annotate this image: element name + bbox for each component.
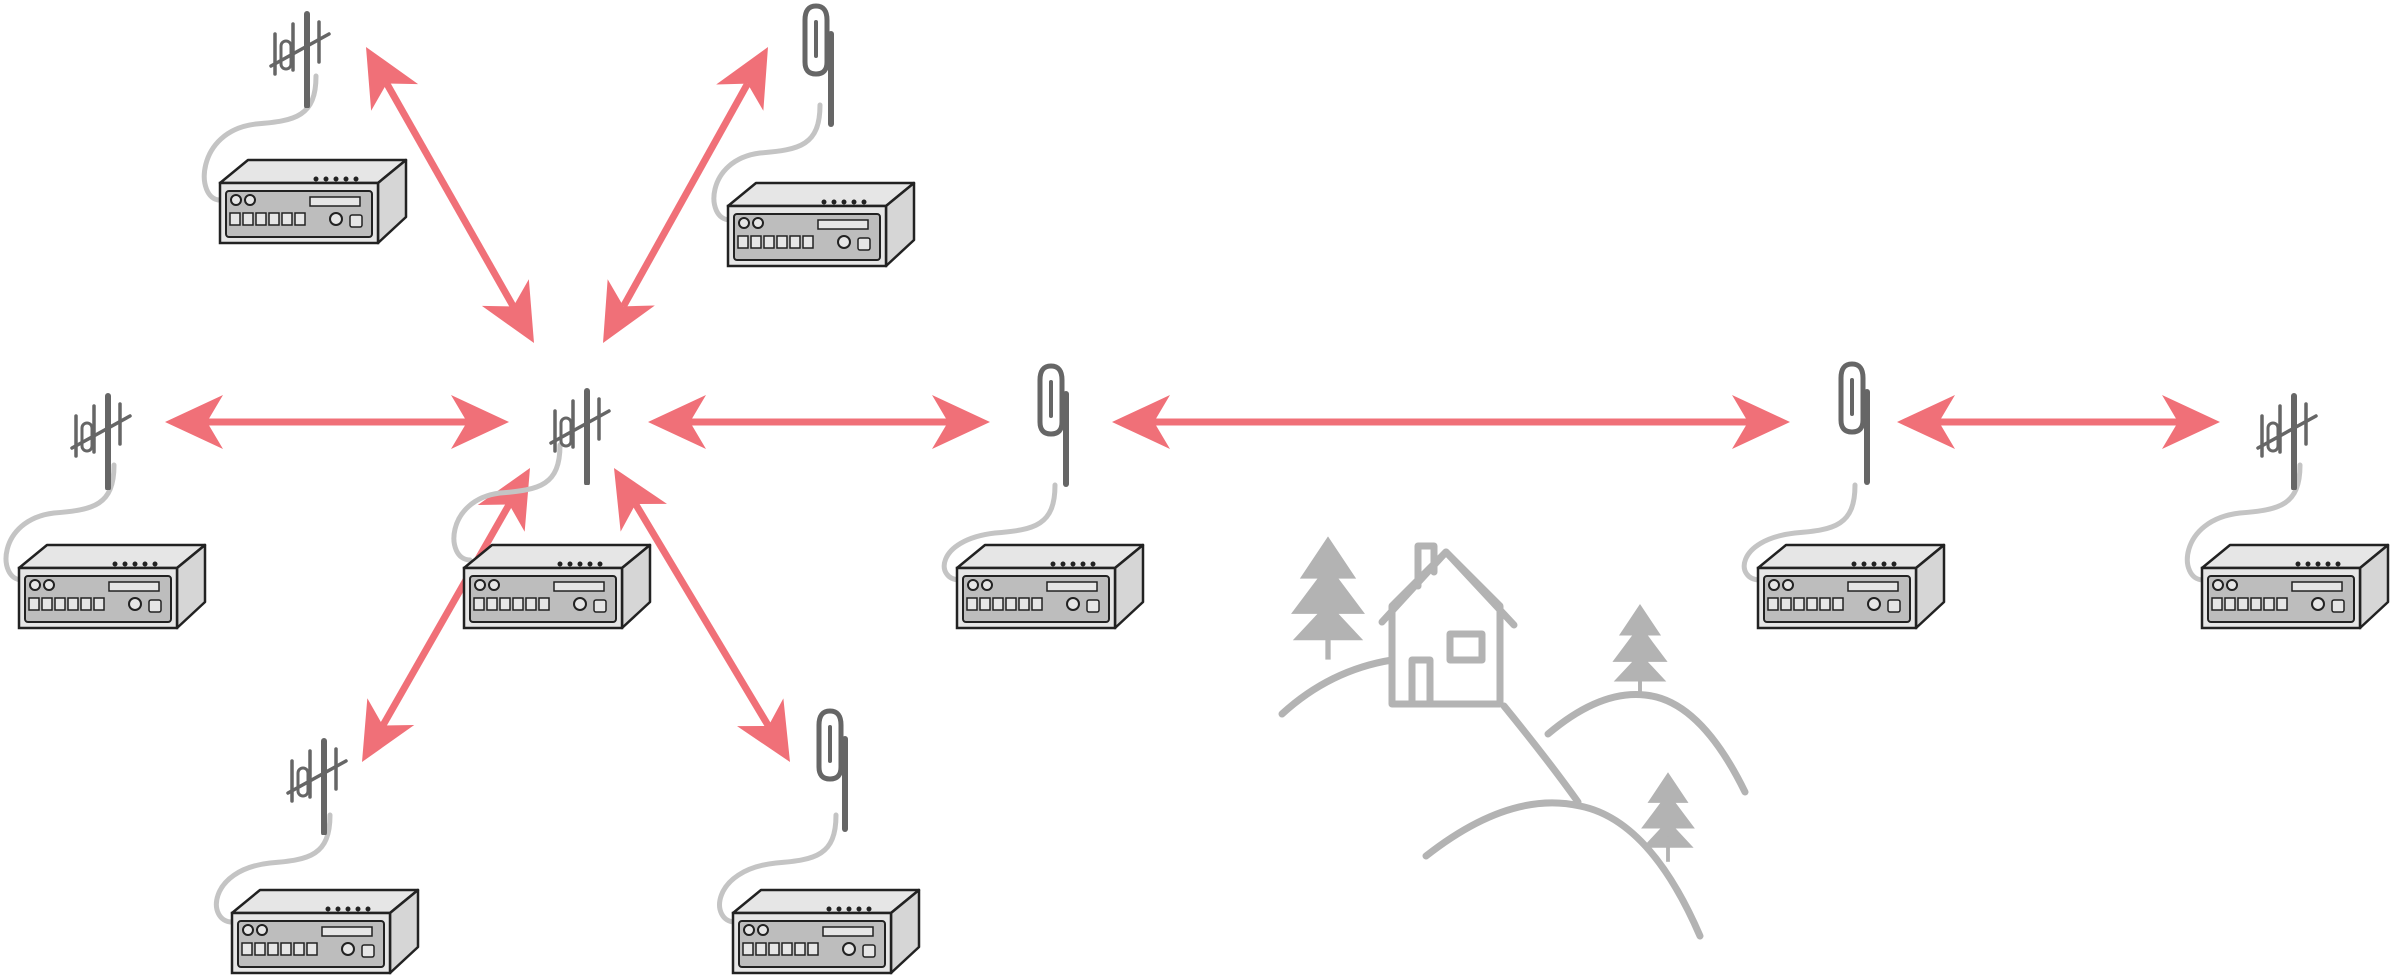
whip-icon — [1040, 366, 1066, 484]
arrowhead — [648, 395, 706, 449]
house-icon — [1378, 542, 1518, 708]
radio-modem-device — [17, 543, 207, 630]
link-arrow — [366, 47, 534, 343]
hill-icon — [1278, 656, 1396, 718]
antenna-cable — [451, 442, 563, 563]
links-layer — [165, 47, 2220, 762]
link-arrow — [614, 468, 790, 762]
link-arrow — [362, 468, 530, 762]
antenna-cable — [711, 102, 823, 223]
antenna-cable — [3, 462, 117, 583]
arrowhead — [1732, 395, 1790, 449]
radio-modem-device — [218, 158, 408, 245]
arrowhead — [477, 468, 530, 532]
hill-icon — [1544, 690, 1749, 796]
arrowhead — [451, 395, 509, 449]
arrowhead — [737, 698, 790, 762]
arrowhead — [603, 279, 655, 343]
arrowhead — [2162, 395, 2220, 449]
arrowhead — [481, 279, 534, 343]
radio-modem-device — [1756, 543, 1946, 630]
link-arrow — [603, 47, 768, 343]
yagi-icon — [288, 741, 346, 833]
radio-modem-device — [2200, 543, 2390, 630]
yagi-icon — [551, 391, 609, 483]
arrowhead — [716, 47, 768, 111]
arrowhead — [1897, 395, 1955, 449]
radio-modem-device — [230, 888, 420, 975]
link-arrow — [648, 395, 990, 449]
antenna-cable — [941, 482, 1058, 583]
tree-icon — [1610, 604, 1670, 696]
arrowhead — [932, 395, 990, 449]
radio-modem-device — [731, 888, 921, 975]
arrowhead — [165, 395, 223, 449]
antenna-cable — [1741, 482, 1858, 583]
radio-modem-device — [726, 181, 916, 268]
yagi-icon — [2258, 396, 2316, 488]
yagi-icon — [271, 14, 329, 106]
arrowhead — [1112, 395, 1170, 449]
devices-layer — [3, 73, 2390, 975]
hill-icon — [1422, 799, 1704, 940]
landscape-obstacle — [1278, 536, 1749, 940]
link-arrow — [1897, 395, 2220, 449]
whip-icon — [819, 711, 845, 829]
hill-icon — [1500, 702, 1582, 806]
antenna-cable — [214, 812, 333, 925]
arrowhead — [366, 47, 419, 111]
antenna-cable — [2184, 462, 2303, 583]
radio-modem-device — [462, 543, 652, 630]
tree-icon — [1291, 536, 1365, 659]
antenna-cable — [717, 812, 839, 925]
arrowhead — [362, 698, 415, 762]
radio-modem-device — [955, 543, 1145, 630]
link-arrow — [165, 395, 509, 449]
arrowhead — [614, 468, 667, 532]
link-arrow — [1112, 395, 1790, 449]
yagi-icon — [72, 396, 130, 488]
whip-icon — [1841, 364, 1867, 482]
